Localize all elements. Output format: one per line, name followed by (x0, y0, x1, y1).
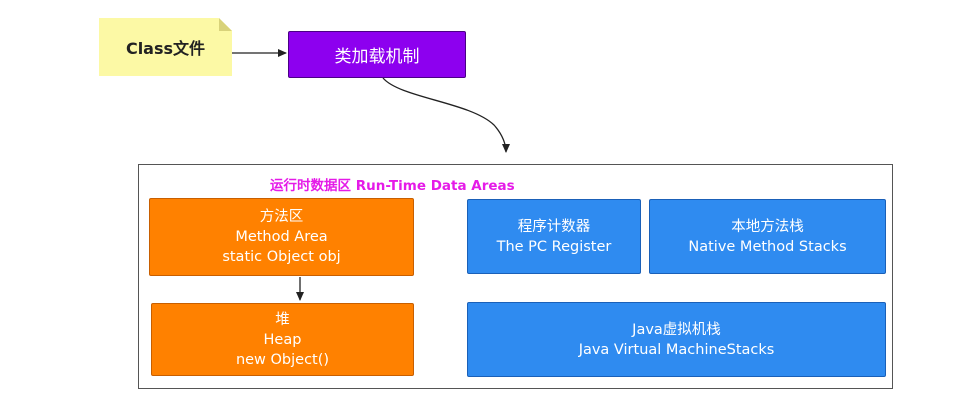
jvm-stacks-en: Java Virtual MachineStacks (578, 341, 775, 358)
heap-en: Heap (263, 331, 302, 348)
class-file-note: Class文件 (99, 18, 232, 76)
pc-register-box: 程序计数器 The PC Register (467, 199, 641, 274)
native-stacks-en: Native Method Stacks (688, 238, 847, 255)
native-method-stacks-box: 本地方法栈 Native Method Stacks (649, 199, 886, 274)
jvm-stacks-box: Java虚拟机栈 Java Virtual MachineStacks (467, 302, 886, 377)
class-loader-label: 类加载机制 (334, 47, 420, 67)
class-loader-box: 类加载机制 (288, 31, 466, 78)
method-area-cn: 方法区 (259, 209, 304, 225)
heap-cn: 堆 (275, 311, 290, 328)
pc-register-en: The PC Register (496, 238, 612, 255)
native-stacks-cn: 本地方法栈 (731, 218, 804, 235)
heap-box: 堆 Heap new Object() (151, 303, 414, 376)
method-area-example: static Object obj (222, 249, 341, 265)
runtime-data-areas-title: 运行时数据区 Run-Time Data Areas (270, 178, 515, 194)
pc-register-cn: 程序计数器 (517, 218, 591, 235)
method-area-en: Method Area (235, 229, 328, 245)
loader-to-runtime-arrow (382, 77, 510, 153)
jvm-stacks-cn: Java虚拟机栈 (632, 321, 721, 338)
heap-example: new Object() (235, 351, 330, 368)
class-file-label: Class文件 (125, 39, 206, 58)
method-area-box: 方法区 Method Area static Object obj (149, 198, 414, 276)
